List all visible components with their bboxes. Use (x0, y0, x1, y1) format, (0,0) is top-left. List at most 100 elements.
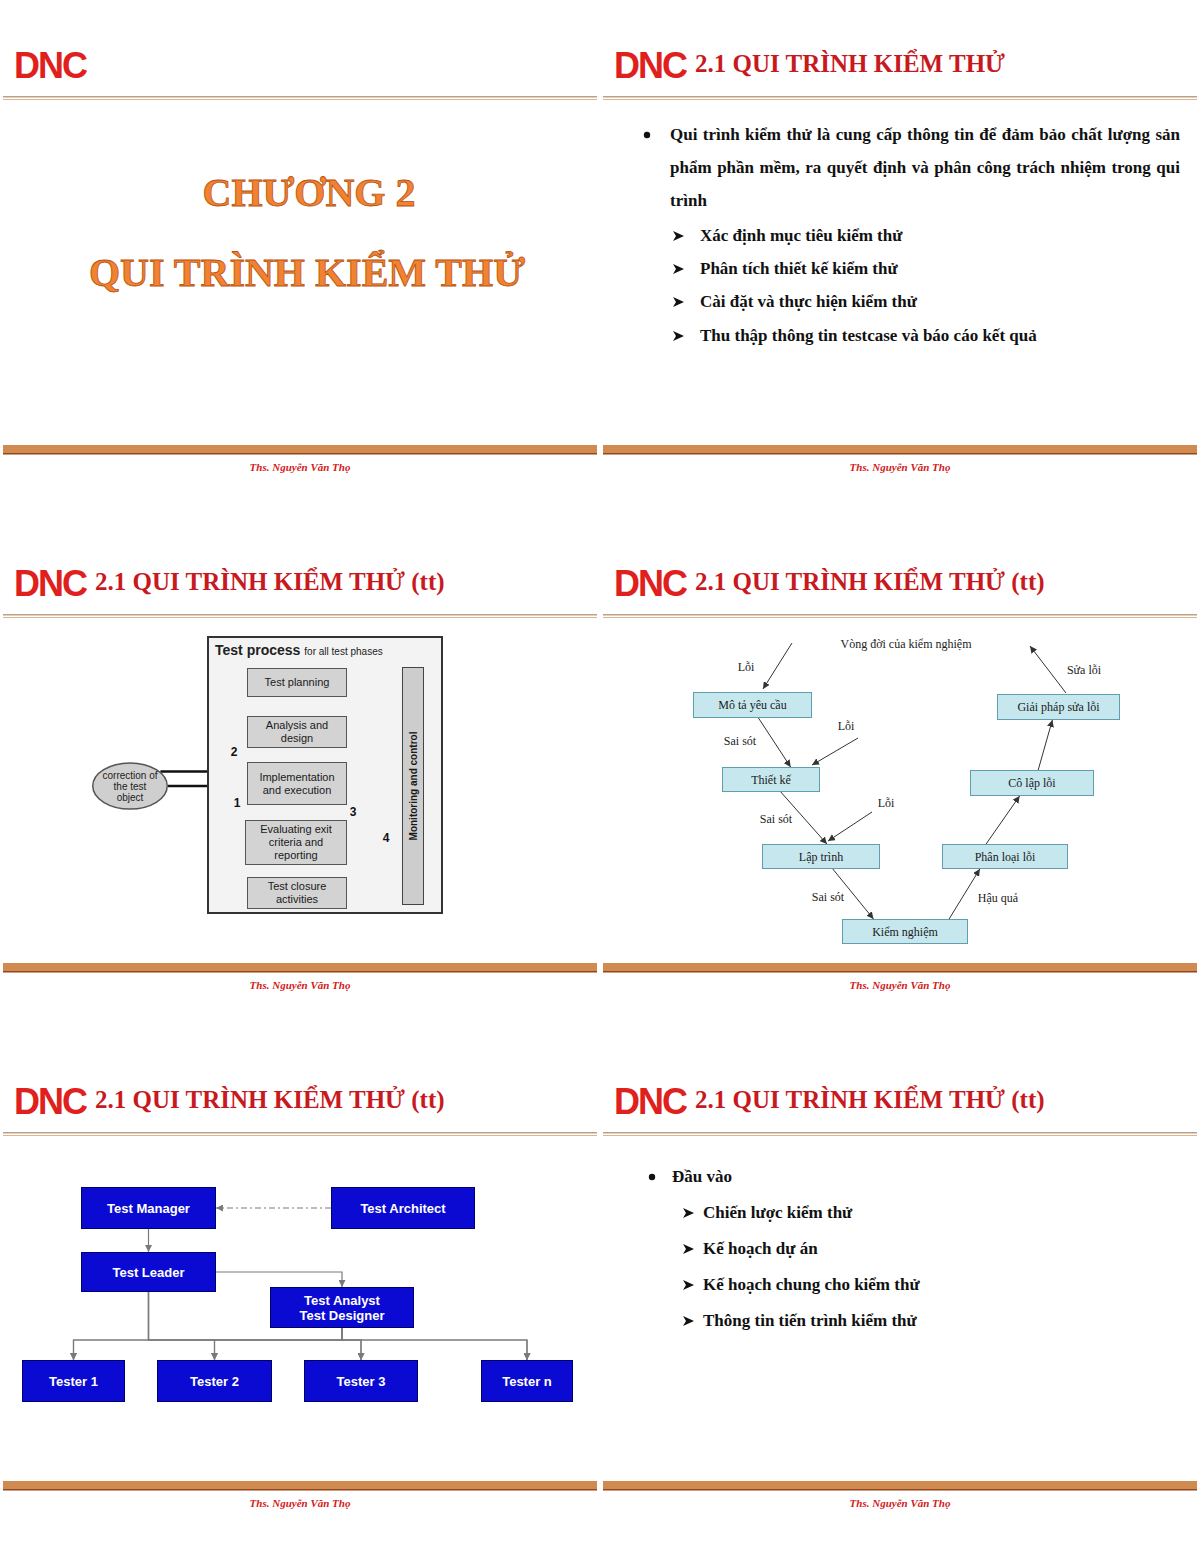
edge-label: Sai sót (722, 734, 758, 748)
slide-title: 2.1 QUI TRÌNH KIỂM THỬ (tt) (695, 1085, 1045, 1115)
callout-number: 2 (231, 745, 238, 759)
node-text: Test Manager (107, 1201, 190, 1216)
slide-title: 2.1 QUI TRÌNH KIỂM THỬ (tt) (95, 567, 445, 597)
callout-number: 3 (350, 805, 357, 819)
leader-arrow (828, 812, 872, 841)
process-box: Test closure activities (247, 877, 347, 909)
logo-mark: DNC (14, 1082, 86, 1122)
lifecycle-box: Thiết kế (722, 767, 820, 792)
node-text: Giải pháp sửa lỗi (1017, 700, 1099, 714)
role-box: Tester n (481, 1360, 573, 1402)
node-text: Test planning (265, 676, 330, 689)
edge-label: Sai sót (758, 812, 794, 826)
node-text: Test Designer (299, 1308, 384, 1323)
slide-chrome (603, 614, 1197, 973)
bullet-text: Thu thập thông tin testcase và báo cáo k… (700, 325, 1037, 347)
slide-chrome (3, 614, 597, 973)
flow-arrow (342, 1328, 361, 1360)
node-text: Evaluating exit criteria and reporting (250, 823, 342, 862)
slide-chrome (3, 1132, 597, 1491)
role-box: Test Leader (81, 1252, 216, 1292)
slide-chrome (603, 96, 1197, 455)
slide-footer: Ths. Nguyễn Văn Thọ (250, 1496, 351, 1510)
role-box: Test Manager (81, 1187, 216, 1229)
slide-footer: Ths. Nguyễn Văn Thọ (850, 460, 951, 474)
bullet-text: Đầu vào (672, 1166, 732, 1188)
bullet-arrow (683, 1244, 694, 1254)
slide-title: 2.1 QUI TRÌNH KIỂM THỬ (tt) (695, 567, 1045, 597)
figure-caption: Lỗi (838, 719, 855, 733)
flow-arrow (342, 1328, 527, 1360)
process-box: Evaluating exit criteria and reporting (245, 820, 347, 865)
bullet-text: Xác định mục tiêu kiểm thử (700, 225, 902, 247)
node-text: Cô lập lỗi (1008, 776, 1055, 790)
ellipse-shape (93, 763, 167, 809)
leader-arrows (763, 643, 1066, 841)
chapter-title: QUI TRÌNH KIỂM THỬ (89, 250, 525, 296)
role-box: Test AnalystTest Designer (270, 1287, 414, 1328)
flow-arrow (215, 1328, 343, 1360)
lifecycle-box: Cô lập lỗi (970, 770, 1094, 796)
lifecycle-box: Lập trình (762, 844, 880, 869)
leader-arrow (763, 643, 792, 689)
node-text: Test Leader (112, 1265, 184, 1280)
slide-chrome (603, 1132, 1197, 1491)
node-text: Implementation and execution (252, 771, 342, 797)
process-box: Analysis and design (247, 716, 347, 748)
bullet-dot (644, 132, 650, 138)
bullet-arrow (683, 1208, 694, 1218)
figure-caption: Lỗi (738, 660, 755, 674)
bullet-arrow (673, 297, 684, 307)
bullet-arrow (683, 1316, 694, 1326)
node-text: Tester 1 (49, 1374, 98, 1389)
flow-arrow (149, 1292, 215, 1360)
node-text: Tester 2 (190, 1374, 239, 1389)
frame-heading-text: Test process (215, 642, 300, 658)
edge-label: Hậu quả (976, 891, 1020, 905)
leader-arrow (1030, 646, 1066, 693)
logo-mark: DNC (14, 46, 86, 86)
logo-mark: DNC (14, 564, 86, 604)
flow-arrow (216, 1207, 331, 1208)
leader-arrow (812, 738, 858, 765)
role-box: Tester 1 (22, 1360, 125, 1402)
logo-mark: DNC (614, 46, 686, 86)
slide-title: 2.1 QUI TRÌNH KIỂM THỬ (tt) (95, 1085, 445, 1115)
flow-arrow (74, 1328, 343, 1360)
lifecycle-box: Giải pháp sửa lỗi (997, 694, 1120, 720)
figure-caption: Lỗi (878, 796, 895, 810)
frame-heading: Test process for all test phases (215, 641, 383, 659)
slide-footer: Ths. Nguyễn Văn Thọ (850, 1496, 951, 1510)
node-text: Test closure activities (252, 880, 342, 906)
slide-title: 2.1 QUI TRÌNH KIỂM THỬ (695, 49, 1005, 79)
lifecycle-box: Phân loại lỗi (942, 844, 1068, 869)
chapter-title: CHƯƠNG 2 (203, 170, 416, 216)
edge-label: Sai sót (810, 890, 846, 904)
node-text: Test Analyst (304, 1293, 380, 1308)
bullet-text: Qui trình kiểm thử là cung cấp thông tin… (670, 118, 1180, 217)
bullet-marks (644, 132, 694, 1326)
node-text: Tester n (502, 1374, 552, 1389)
bullet-text: Thông tin tiến trình kiểm thử (703, 1310, 917, 1332)
slide-footer: Ths. Nguyễn Văn Thọ (250, 460, 351, 474)
flow-arrow (986, 796, 1020, 844)
bullet-text: Phân tích thiết kế kiểm thử (700, 258, 898, 280)
role-box: Tester 2 (157, 1360, 272, 1402)
process-box: Test planning (247, 668, 347, 697)
flow-arrow (1038, 720, 1052, 770)
node-text: Analysis and design (252, 719, 342, 745)
slide-chrome (3, 96, 597, 455)
figure-caption: Sửa lỗi (1067, 663, 1101, 677)
node-text: Thiết kế (751, 773, 791, 787)
frame-heading-text: for all test phases (304, 646, 382, 657)
lifecycle-box: Kiểm nghiệm (842, 919, 968, 944)
node-text: correction of the test object (101, 770, 159, 803)
bullet-text: Chiến lược kiểm thử (703, 1202, 852, 1224)
flow-arrow (74, 1292, 149, 1360)
callout-number: 1 (234, 796, 241, 810)
slide-footer: Ths. Nguyễn Văn Thọ (250, 978, 351, 992)
node-text: Tester 3 (337, 1374, 386, 1389)
node-text: Kiểm nghiệm (872, 925, 938, 939)
flow-arrow (758, 718, 790, 767)
